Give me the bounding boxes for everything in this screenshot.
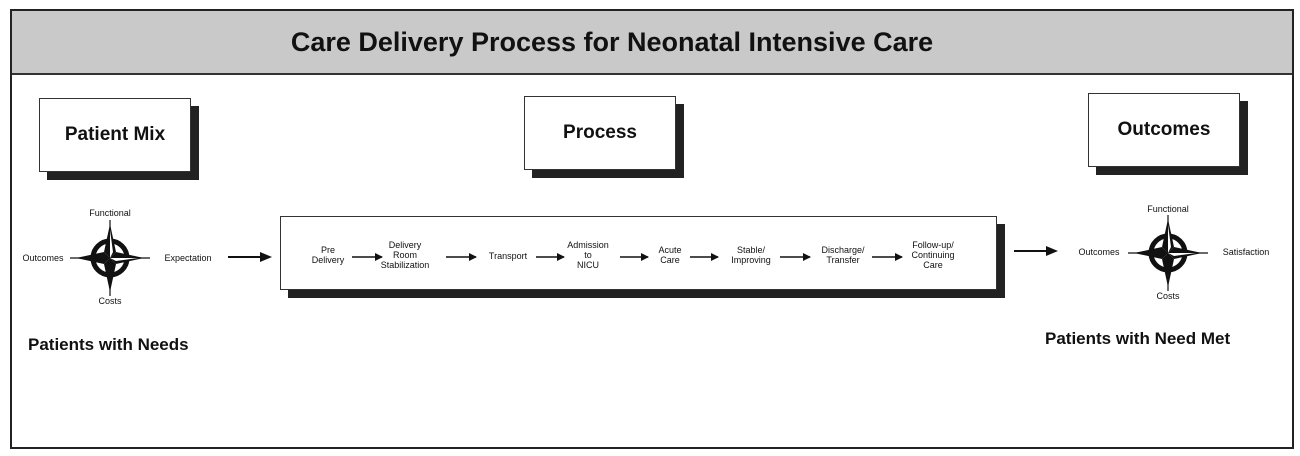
right-compass-left-label: Outcomes [1078,247,1120,257]
left-compass-left-label: Outcomes [22,253,64,263]
process-arrows [352,253,903,261]
title-bar: Care Delivery Process for Neonatal Inten… [12,11,1292,75]
left-caption: Patients with Needs [28,335,189,354]
right-compass-bottom-label: Costs [1156,291,1180,301]
right-caption: Patients with Need Met [1045,329,1231,348]
process-step: Transport [488,251,528,261]
process-steps-box [280,216,997,290]
patient-mix-label: Patient Mix [64,124,166,145]
process-header-label: Process [563,122,637,143]
left-compass-icon [70,220,150,296]
right-compass-right-label: Satisfaction [1222,247,1270,257]
arrow-out-of-process [1014,246,1058,256]
right-compass-top-label: Functional [1147,204,1189,214]
left-compass-top-label: Functional [89,208,131,218]
process-step: Discharge/Transfer [821,245,865,265]
diagram-frame: Care Delivery Process for Neonatal Inten… [10,9,1294,449]
arrow-into-process [228,252,272,262]
process-step: Stable/Improving [731,245,771,265]
right-compass-icon [1128,215,1208,291]
outcomes-box: Outcomes [1088,93,1240,167]
process-header-box: Process [524,96,676,170]
outcomes-header-label: Outcomes [1117,119,1211,140]
patient-mix-box: Patient Mix [39,98,191,172]
diagram-title: Care Delivery Process for Neonatal Inten… [290,26,934,57]
left-compass-right-label: Expectation [164,253,212,263]
left-compass-bottom-label: Costs [98,296,122,306]
